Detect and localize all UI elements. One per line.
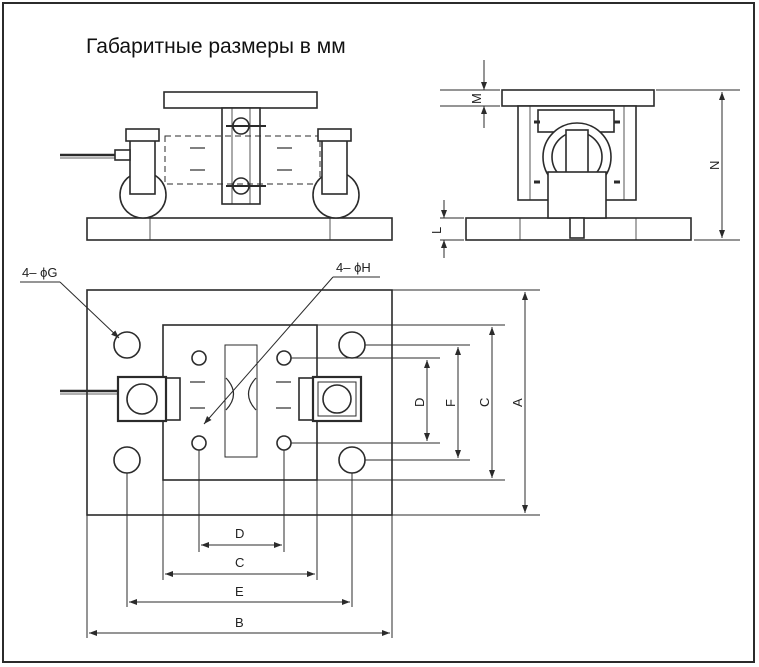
top-view-vertical-dims — [291, 289, 540, 516]
dim-e-label: E — [235, 584, 244, 599]
dim-d-horiz-label: D — [235, 526, 244, 541]
hole-g-top-left — [113, 331, 141, 359]
dim-m-label: M — [469, 93, 484, 104]
dim-c-label: C — [477, 398, 492, 407]
dim-c-horiz-label: C — [235, 555, 244, 570]
hole-g-bottom-right — [338, 446, 366, 474]
hole-g-label: 4– ϕG — [22, 265, 57, 280]
hole-h-bottom-right — [276, 435, 292, 451]
top-upper-plate — [162, 324, 318, 481]
leader-lines — [20, 276, 380, 425]
front-top-plate — [163, 91, 318, 109]
dim-f-label: F — [443, 399, 458, 407]
hole-g-top-right — [338, 331, 366, 359]
front-view — [60, 91, 393, 241]
dim-a-label: A — [510, 398, 525, 407]
dim-b-label: B — [235, 615, 244, 630]
side-dimensions — [440, 60, 740, 258]
top-view-horizontal-dims — [86, 450, 393, 638]
dim-n-label: N — [707, 161, 722, 170]
top-right-bracket — [311, 375, 363, 423]
hole-h-label: 4– ϕH — [336, 260, 371, 275]
dim-l-label: L — [429, 227, 444, 234]
hole-h-top-right — [276, 350, 292, 366]
hole-h-bottom-left — [191, 435, 207, 451]
hole-g-bottom-left — [113, 446, 141, 474]
side-top-plate — [501, 89, 655, 107]
front-base-plate — [86, 217, 393, 241]
top-view — [60, 289, 393, 516]
page-title: Габаритные размеры в мм — [86, 35, 346, 58]
hole-h-top-left — [191, 350, 207, 366]
side-view — [465, 89, 692, 241]
dim-d-vert-label: D — [412, 398, 427, 407]
